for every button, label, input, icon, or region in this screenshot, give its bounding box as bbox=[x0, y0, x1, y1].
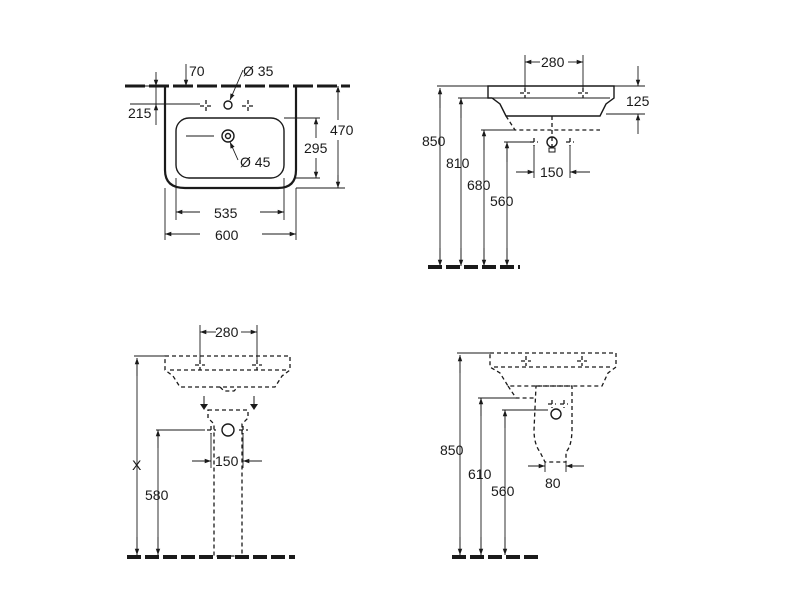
pedestal-outline bbox=[207, 409, 249, 557]
dim-tap-hole: Ø 35 bbox=[243, 63, 274, 79]
dim-height: X bbox=[132, 457, 142, 473]
pedestal-front-view: 280 X 580 150 bbox=[127, 324, 295, 559]
dim-waste-height: 680 bbox=[467, 177, 491, 193]
supply-outlet-icon bbox=[550, 408, 562, 420]
supply-outlet-icon bbox=[221, 423, 235, 437]
dim-depth: 80 bbox=[545, 475, 561, 491]
dim-basin-depth: 470 bbox=[330, 122, 354, 138]
pedestal-side-view: 850 610 560 80 bbox=[440, 352, 617, 559]
dim-waste-height: 610 bbox=[468, 466, 492, 482]
basin-front-outline bbox=[164, 355, 291, 388]
dim-supply-height: 560 bbox=[491, 483, 515, 499]
pedestal-outline bbox=[533, 385, 573, 463]
basin-side-outline bbox=[489, 352, 617, 387]
side-view: 280 125 850 810 680 560 150 bbox=[422, 54, 650, 269]
dim-rim-thickness: 125 bbox=[626, 93, 650, 109]
dim-overall-width: 600 bbox=[215, 227, 239, 243]
dim-tap-spacing: 280 bbox=[541, 54, 565, 70]
waste-outlet-icon bbox=[221, 129, 235, 143]
bowl-outline bbox=[175, 117, 285, 179]
dim-waste: Ø 45 bbox=[240, 154, 271, 170]
dim-offset: 70 bbox=[189, 63, 205, 79]
basin-front-outline bbox=[487, 85, 615, 117]
dim-rim-height: 850 bbox=[440, 442, 464, 458]
basin-outline bbox=[163, 86, 298, 190]
top-view: 70 Ø 35 215 295 470 Ø 45 535 bbox=[125, 63, 354, 243]
dim-tap-height: 215 bbox=[128, 105, 152, 121]
tap-hole-icon bbox=[223, 100, 233, 110]
dim-rim-height: 850 bbox=[422, 133, 446, 149]
dim-underside-height: 810 bbox=[446, 155, 470, 171]
dim-supply-spacing: 150 bbox=[215, 453, 239, 469]
supply-outlet-icon bbox=[546, 136, 558, 148]
tap-holes bbox=[200, 100, 254, 112]
dim-tap-spacing: 280 bbox=[215, 324, 239, 340]
dim-supply-height: 580 bbox=[145, 487, 169, 503]
dim-bowl-width: 535 bbox=[214, 205, 238, 221]
dim-supply-height: 560 bbox=[490, 193, 514, 209]
dim-supply-spacing: 150 bbox=[540, 164, 564, 180]
dim-bowl-depth: 295 bbox=[304, 140, 328, 156]
